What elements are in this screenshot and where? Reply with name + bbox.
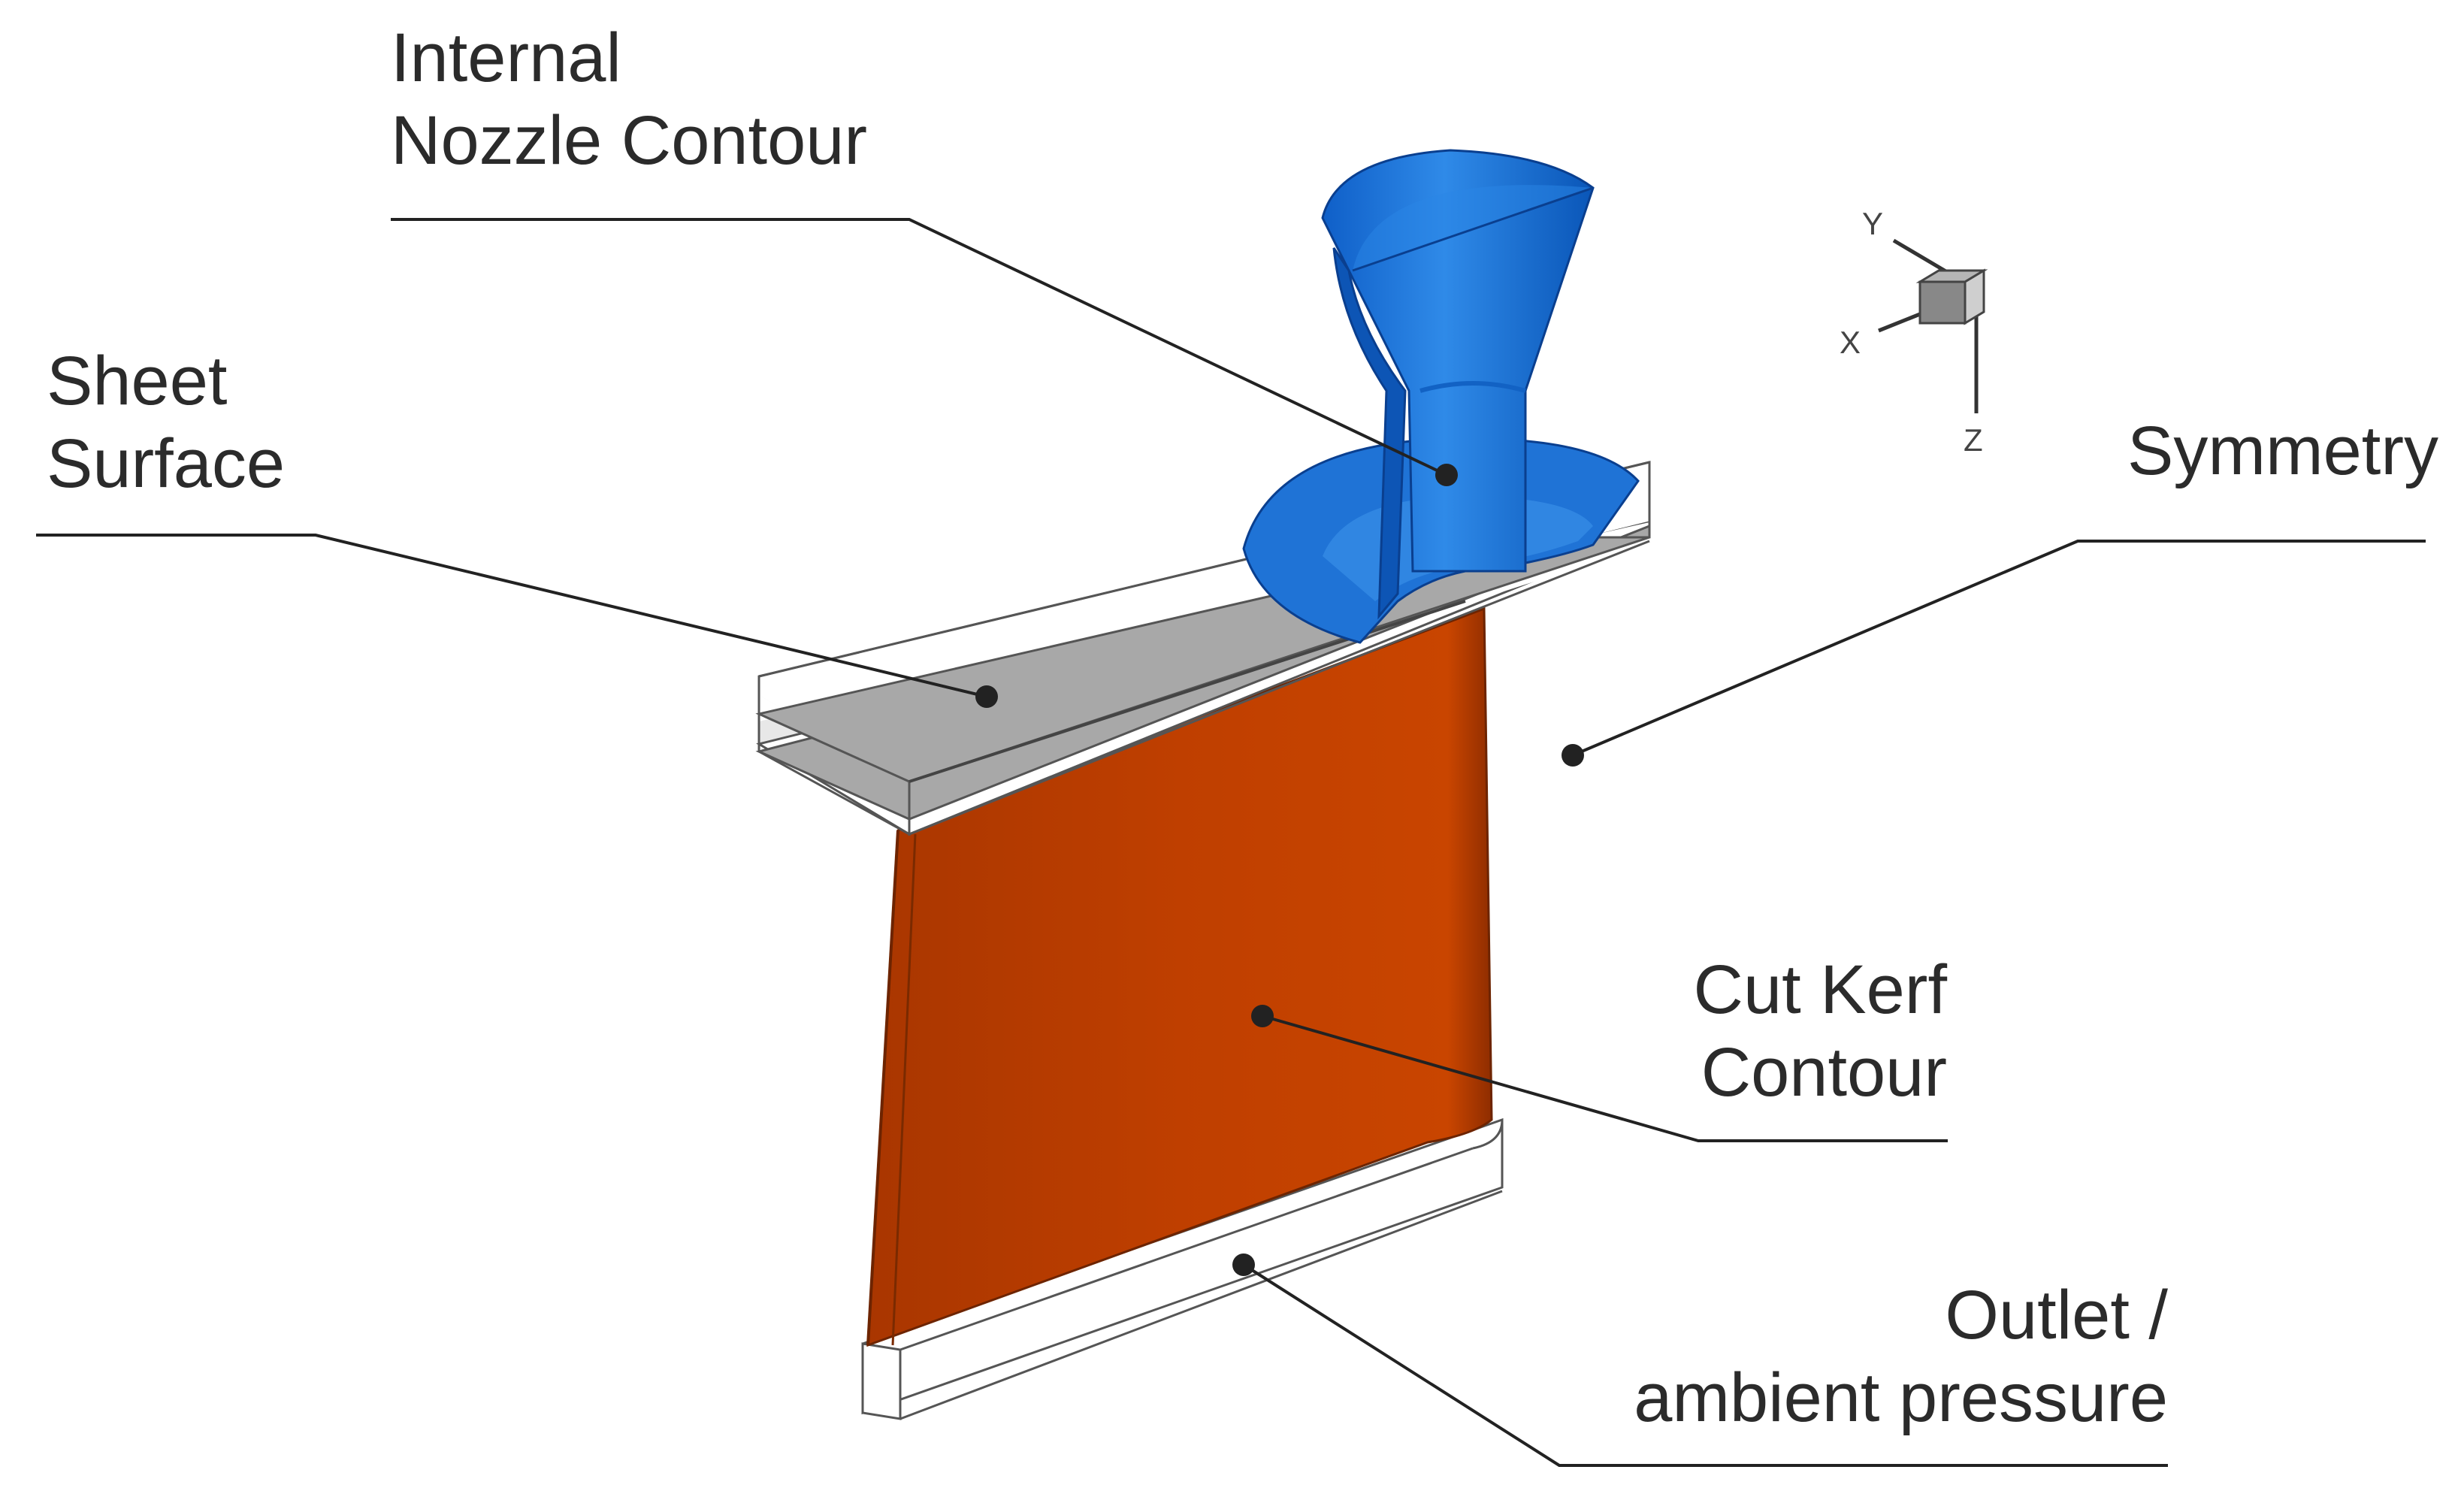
label-kerf-line1: Cut Kerf (1693, 951, 1947, 1028)
label-nozzle-line1: Internal (391, 20, 621, 96)
label-sheet-line2: Surface (47, 425, 286, 502)
outlet-boundary-box (861, 1117, 1504, 1420)
label-outlet-line2: ambient pressure (1634, 1359, 2168, 1436)
leader-dots (975, 464, 1584, 1276)
label-kerf: Cut Kerf Contour (1694, 948, 1947, 1114)
nozzle-upper-cone (1321, 149, 1595, 620)
leader-outlet (1242, 1263, 2168, 1467)
axis-cube-icon (1918, 280, 1967, 325)
label-symmetry-line1: Symmetry (2127, 413, 2438, 489)
label-nozzle: Internal Nozzle Contour (391, 17, 867, 182)
label-symmetry: Symmetry (2127, 410, 2438, 492)
leader-sheet (36, 534, 987, 698)
axis-y-label: Y (1862, 206, 1883, 241)
label-nozzle-line2: Nozzle Contour (391, 102, 868, 179)
label-outlet: Outlet / ambient pressure (1634, 1274, 2168, 1439)
dot-symmetry (1562, 744, 1584, 767)
leader-lines (36, 218, 2426, 1467)
label-sheet: Sheet Surface (47, 340, 285, 505)
leader-nozzle (391, 218, 1447, 476)
cut-kerf-contour-surface (866, 606, 1493, 1347)
leader-kerf (1262, 1015, 1948, 1142)
dot-kerf (1251, 1005, 1274, 1027)
dot-outlet (1232, 1254, 1255, 1276)
axis-triad: Y X Z (1840, 206, 1988, 458)
label-outlet-line1: Outlet / (1945, 1277, 2168, 1353)
dot-nozzle (1435, 464, 1458, 486)
leader-symmetry (1572, 540, 2426, 757)
axis-z-label: Z (1964, 422, 1983, 458)
axis-x-label: X (1840, 325, 1861, 360)
label-sheet-line1: Sheet (47, 343, 228, 419)
dot-sheet (975, 685, 998, 708)
label-kerf-line2: Contour (1701, 1034, 1947, 1111)
